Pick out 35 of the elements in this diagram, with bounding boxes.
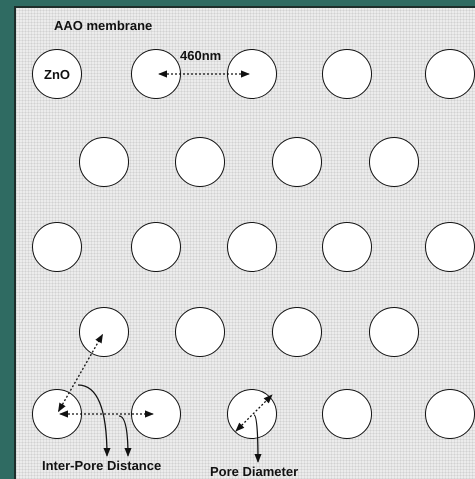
pore-circle: [32, 222, 82, 272]
pore-circle: [32, 49, 82, 99]
pore-circle: [369, 137, 419, 187]
pore-circle: [79, 307, 129, 357]
pore-circle: [425, 222, 475, 272]
pore-circle: [227, 222, 277, 272]
pore-circle: [322, 49, 372, 99]
pore-circle: [425, 389, 475, 439]
leader-line: [254, 414, 262, 463]
edge-label: 460nm: [180, 48, 222, 63]
membrane-title: AAO membrane: [54, 18, 152, 33]
pore-circle: [272, 307, 322, 357]
pore-circle: [131, 389, 181, 439]
pore-circle: [32, 389, 82, 439]
pore-circle: [322, 222, 372, 272]
pore-circle: [425, 49, 475, 99]
pore-circle: [322, 389, 372, 439]
pore-circle: [227, 49, 277, 99]
pore-circle: [272, 137, 322, 187]
arrow: [59, 410, 154, 418]
membrane-panel: [14, 6, 475, 479]
pore-circle: [175, 137, 225, 187]
annotation-label: Pore Diameter: [210, 464, 298, 479]
pore-circle: [175, 307, 225, 357]
pore-circle: [79, 137, 129, 187]
leader-line: [118, 415, 132, 457]
pore-circle: [131, 222, 181, 272]
arrow: [58, 334, 104, 412]
arrow: [158, 70, 250, 78]
pore-circle: [227, 389, 277, 439]
annotation-label: Inter-Pore Distance: [42, 458, 162, 473]
material-label: ZnO: [44, 66, 70, 82]
leader-line: [78, 384, 110, 457]
pore-circle: [131, 49, 181, 99]
pore-circle: [369, 307, 419, 357]
